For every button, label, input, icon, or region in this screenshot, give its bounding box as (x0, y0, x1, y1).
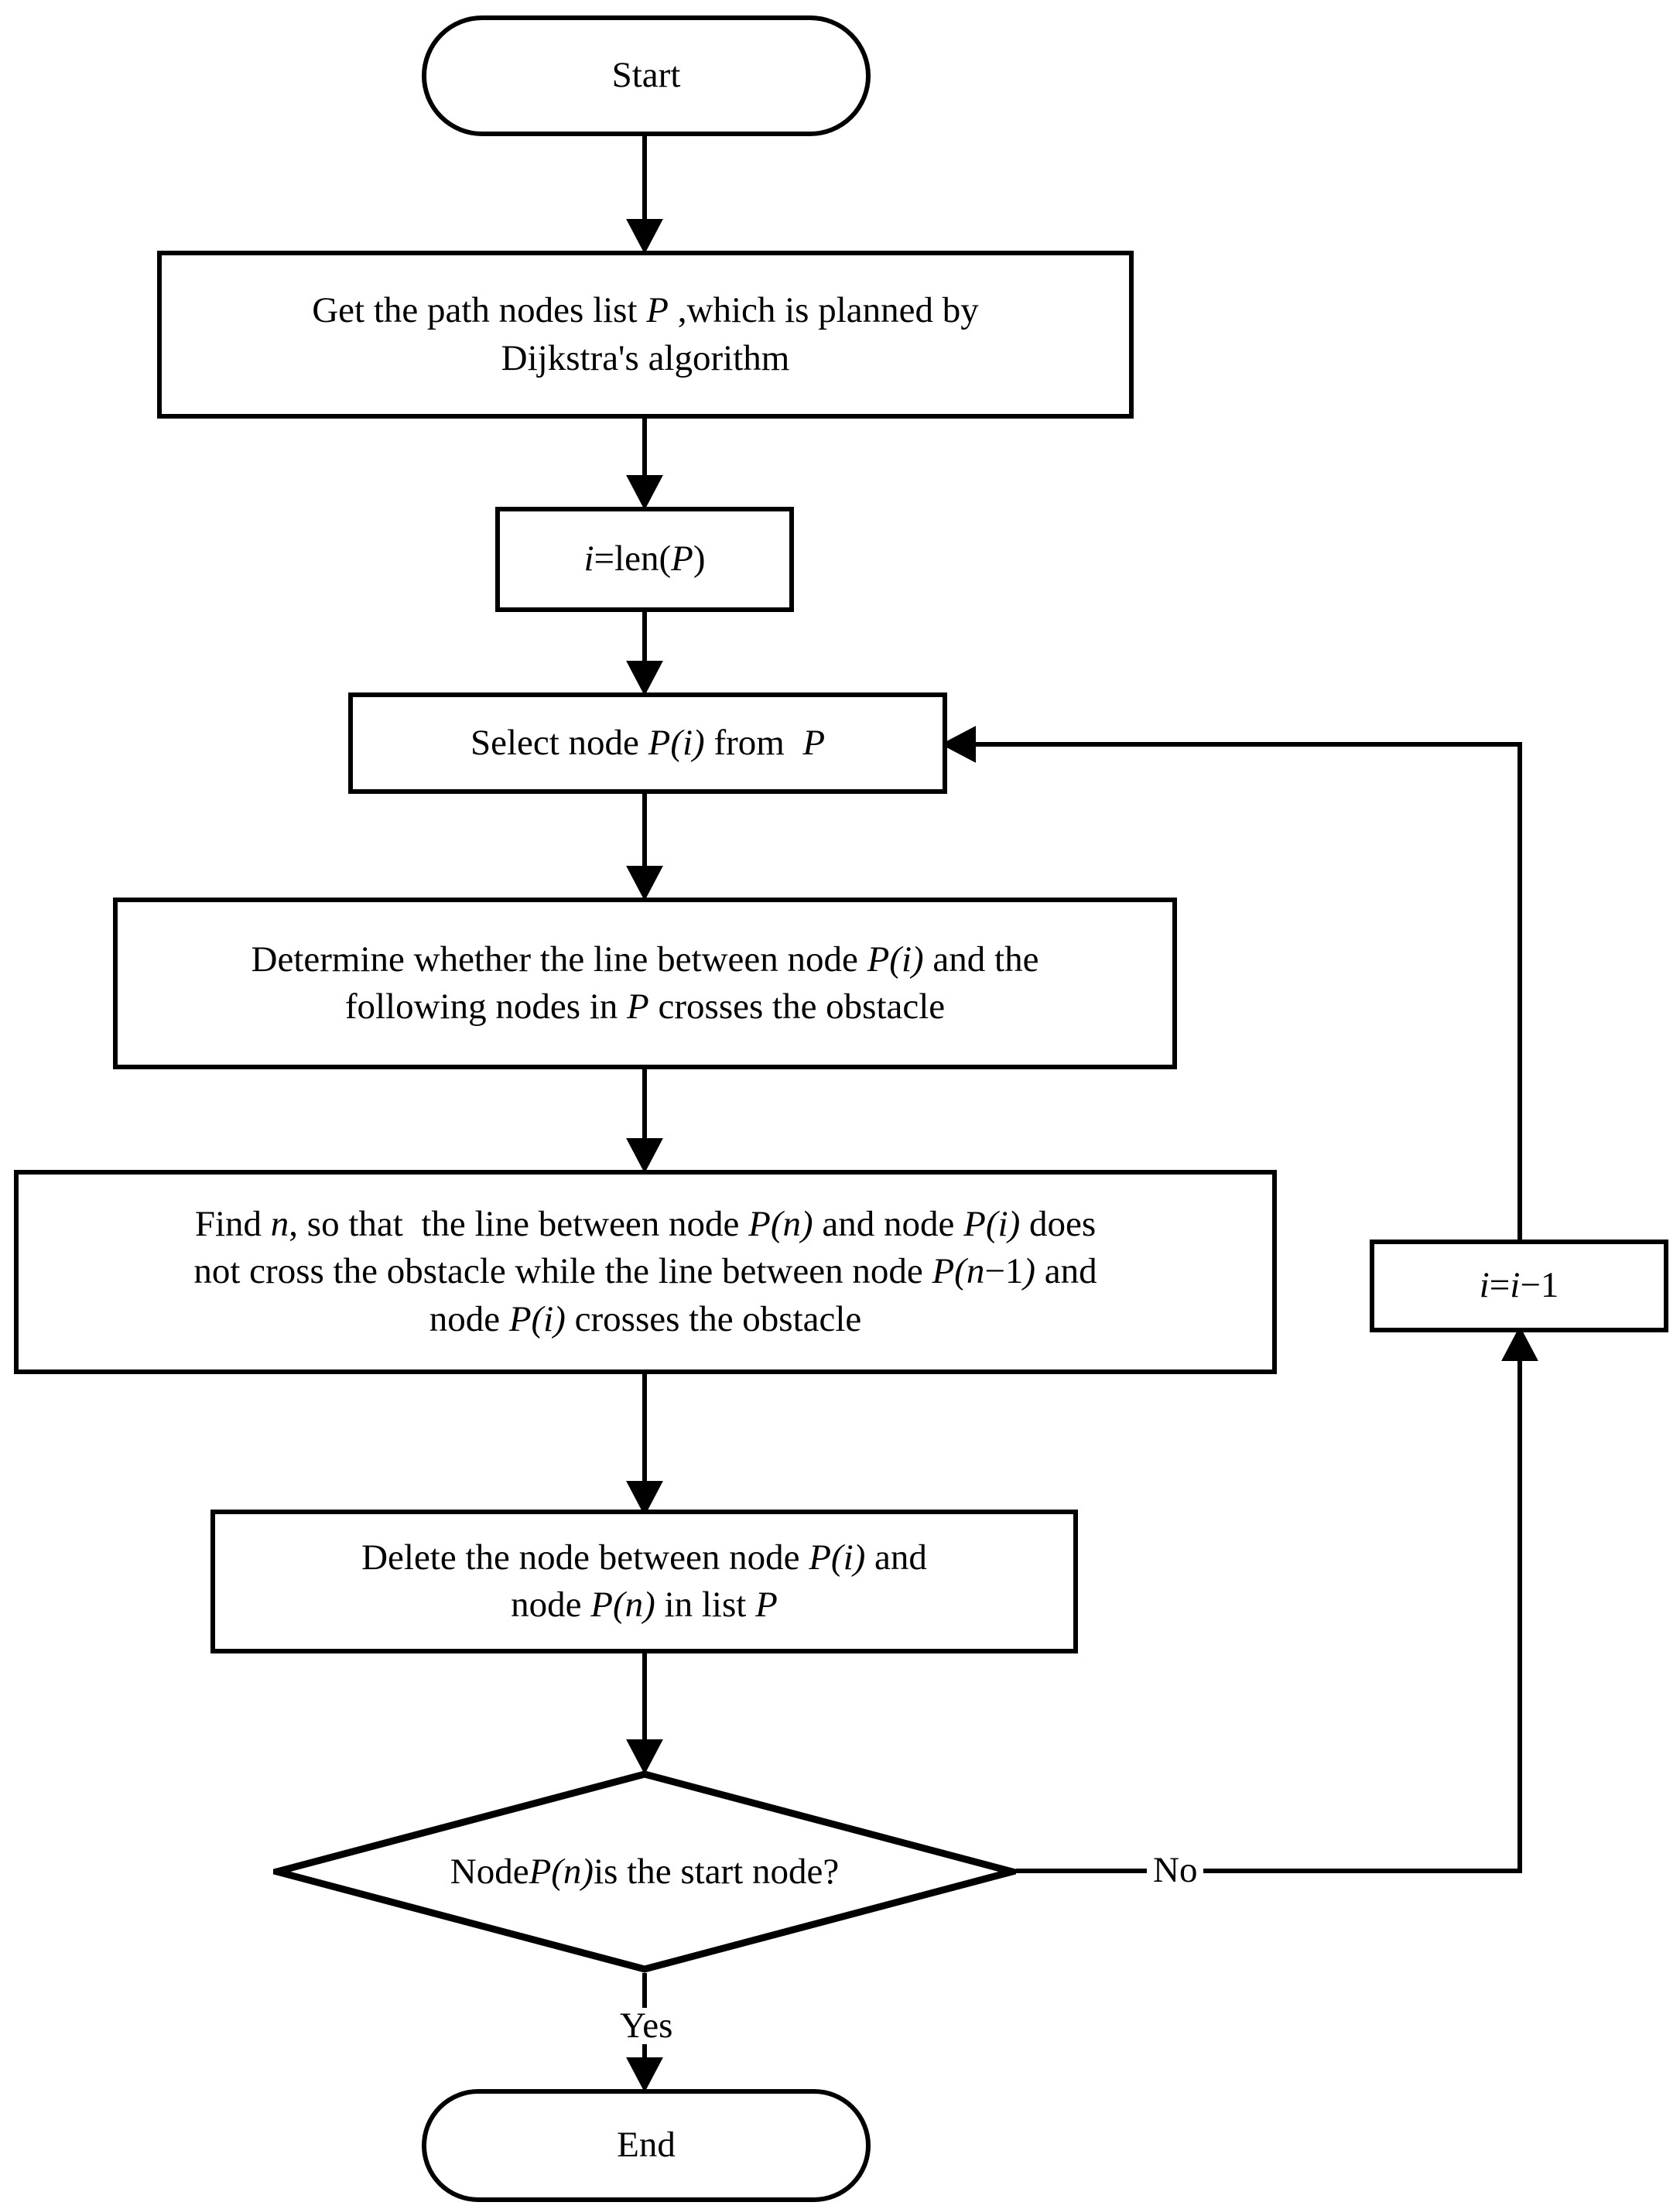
node-init-i[interactable]: i=len(P) (495, 507, 794, 612)
node-find-n-line3: node P(i) crosses the obstacle (429, 1298, 862, 1339)
node-find-n[interactable]: Find n, so that the line between node P(… (14, 1170, 1277, 1374)
edge-decrement-to-select (940, 726, 1522, 1240)
edge-label-no: No (1147, 1852, 1204, 1889)
node-determine-line2: following nodes in P crosses the obstacl… (344, 987, 946, 1027)
node-determine-line1: Determine whether the line between node … (251, 939, 1039, 980)
node-decrement[interactable]: i=i−1 (1370, 1240, 1668, 1332)
node-end[interactable]: End (422, 2089, 871, 2202)
node-get-path[interactable]: Get the path nodes list P ,which is plan… (157, 251, 1134, 419)
node-find-n-line1: Find n, so that the line between node P(… (194, 1204, 1097, 1245)
node-delete-nodes-line1: Delete the node between node P(i) and (361, 1537, 927, 1578)
node-start[interactable]: Start (422, 15, 871, 136)
node-get-path-line1: Get the path nodes list P ,which is plan… (312, 290, 979, 331)
node-decision[interactable]: Node P(n) is the start node? (263, 1770, 1026, 1973)
node-determine[interactable]: Determine whether the line between node … (113, 898, 1177, 1069)
node-select-node[interactable]: Select node P(i) from P (348, 692, 947, 794)
node-start-label: Start (611, 55, 681, 96)
node-decrement-label: i=i−1 (1479, 1265, 1559, 1306)
node-delete-nodes-line2: node P(n) in list P (511, 1585, 778, 1625)
node-delete-nodes[interactable]: Delete the node between node P(i) and no… (210, 1510, 1078, 1653)
node-get-path-label: Get the path nodes list P ,which is plan… (301, 287, 990, 381)
node-find-n-label: Find n, so that the line between node P(… (183, 1201, 1107, 1342)
node-get-path-line2: Dijkstra's algorithm (501, 337, 790, 378)
decision-diamond-shape (263, 1770, 1026, 1973)
node-end-label: End (617, 2125, 676, 2166)
edge-label-yes: Yes (614, 2008, 679, 2044)
node-select-node-label: Select node P(i) from P (470, 722, 826, 763)
edge-decision-no-to-decrement (1016, 1325, 1538, 1873)
node-find-n-line2: not cross the obstacle while the line be… (193, 1251, 1097, 1292)
node-init-i-label: i=len(P) (583, 539, 706, 580)
node-determine-label: Determine whether the line between node … (241, 936, 1050, 1031)
node-decision-label: Node P(n) is the start node? (450, 1852, 840, 1892)
node-delete-nodes-label: Delete the node between node P(i) and no… (351, 1534, 938, 1629)
